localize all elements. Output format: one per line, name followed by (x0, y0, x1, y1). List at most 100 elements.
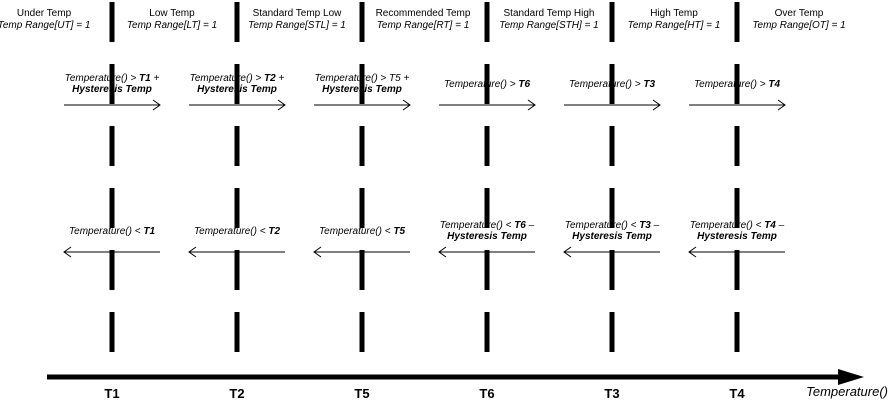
condition-hysteresis: Hysteresis Temp (72, 84, 152, 95)
threshold-label-T4: T4 (729, 386, 745, 401)
zone-name: Under Temp (17, 8, 72, 19)
condition-text: Temperature() > T4 (694, 79, 780, 90)
arrow-left-icon (438, 246, 447, 258)
arrow-left-icon (188, 246, 197, 258)
condition-hysteresis: Hysteresis Temp (197, 84, 277, 95)
arrow-right-icon (652, 99, 661, 111)
condition-suffix: – (776, 220, 785, 231)
hysteresis-term: Hysteresis Temp (197, 84, 277, 95)
threshold-label-T6: T6 (479, 386, 494, 401)
condition-hysteresis: Hysteresis Temp (322, 84, 402, 95)
falling-transition-3: Temperature() < T6 –Hysteresis Temp (438, 220, 535, 258)
condition-text: Temperature() < T5 (319, 226, 405, 237)
condition-prefix: Temperature() < (69, 226, 143, 237)
condition-threshold: T2 (268, 226, 280, 237)
condition-threshold: T2 (264, 73, 276, 84)
zone-range: Temp Range[RT] = 1 (377, 20, 470, 31)
condition-text: Temperature() > T6 (444, 79, 530, 90)
condition-prefix: Temperature() > (569, 79, 643, 90)
arrow-left-icon (313, 246, 322, 258)
arrow-right-icon (402, 99, 411, 111)
threshold-label-T2: T2 (229, 386, 244, 401)
condition-threshold: T3 (643, 79, 655, 90)
condition-text: Temperature() > T1 + (65, 73, 160, 84)
condition-prefix: Temperature() > T5 + (315, 73, 410, 84)
condition-prefix: Temperature() > (65, 73, 139, 84)
threshold-dividers (109, 2, 740, 362)
zone-name: Low Temp (149, 8, 195, 19)
zone-name: High Temp (650, 8, 698, 19)
condition-suffix: – (526, 220, 535, 231)
condition-prefix: Temperature() > (190, 73, 264, 84)
hysteresis-term: Hysteresis Temp (447, 231, 527, 242)
hysteresis-term: Hysteresis Temp (322, 84, 402, 95)
threshold-label-T1: T1 (104, 386, 119, 401)
arrow-right-icon (152, 99, 161, 111)
arrow-left-icon (688, 246, 697, 258)
hysteresis-term: Hysteresis Temp (697, 231, 777, 242)
condition-threshold: T1 (139, 73, 151, 84)
axis-title: Temperature() (806, 384, 888, 399)
condition-text: Temperature() > T2 + (190, 73, 285, 84)
condition-suffix: – (651, 220, 660, 231)
condition-text: Temperature() < T6 – (440, 220, 535, 231)
condition-threshold: T1 (143, 226, 155, 237)
arrow-left-icon (63, 246, 72, 258)
zone-range: Temp Range[UT] = 1 (0, 20, 90, 31)
condition-text: Temperature() < T4 – (690, 220, 785, 231)
arrow-right-icon (277, 99, 286, 111)
threshold-label-T5: T5 (354, 386, 369, 401)
condition-text: Temperature() < T2 (194, 226, 280, 237)
condition-threshold: T6 (518, 79, 530, 90)
zone-range: Temp Range[LT] = 1 (127, 20, 217, 31)
hysteresis-term: Hysteresis Temp (72, 84, 152, 95)
condition-threshold: T4 (764, 220, 776, 231)
rising-transition-2: Temperature() > T5 +Hysteresis Temp (314, 73, 411, 111)
arrow-right-icon (777, 99, 786, 111)
condition-prefix: Temperature() > (444, 79, 518, 90)
arrow-right-icon (527, 99, 536, 111)
condition-prefix: Temperature() < (690, 220, 764, 231)
condition-suffix: + (151, 73, 160, 84)
zone-range: Temp Range[OT] = 1 (752, 20, 845, 31)
rising-transition-5: Temperature() > T4 (689, 79, 786, 111)
condition-threshold: T5 (393, 226, 405, 237)
zone-name: Recommended Temp (376, 8, 471, 19)
condition-text: Temperature() < T1 (69, 226, 155, 237)
condition-prefix: Temperature() < (319, 226, 393, 237)
rising-transition-3: Temperature() > T6 (439, 79, 536, 111)
rising-transition-1: Temperature() > T2 +Hysteresis Temp (189, 73, 286, 111)
condition-text: Temperature() > T5 + (315, 73, 410, 84)
condition-hysteresis: Hysteresis Temp (572, 231, 652, 242)
falling-transition-0: Temperature() < T1 (63, 226, 160, 258)
rising-transitions: Temperature() > T1 +Hysteresis TempTempe… (64, 73, 786, 111)
condition-text: Temperature() > T3 (569, 79, 655, 90)
zone-range: Temp Range[STH] = 1 (499, 20, 598, 31)
condition-threshold: T3 (639, 220, 651, 231)
condition-suffix: + (276, 73, 285, 84)
rising-transition-4: Temperature() > T3 (564, 79, 661, 111)
condition-text: Temperature() < T3 – (565, 220, 660, 231)
zone-range: Temp Range[STL] = 1 (248, 20, 346, 31)
axis-arrowhead-icon (838, 369, 864, 385)
zone-name: Standard Temp Low (253, 8, 343, 19)
condition-prefix: Temperature() < (440, 220, 514, 231)
zone-name: Standard Temp High (504, 8, 595, 19)
arrow-left-icon (563, 246, 572, 258)
condition-hysteresis: Hysteresis Temp (697, 231, 777, 242)
condition-prefix: Temperature() < (194, 226, 268, 237)
condition-prefix: Temperature() < (565, 220, 639, 231)
condition-threshold: T6 (514, 220, 526, 231)
falling-transition-5: Temperature() < T4 –Hysteresis Temp (688, 220, 785, 258)
